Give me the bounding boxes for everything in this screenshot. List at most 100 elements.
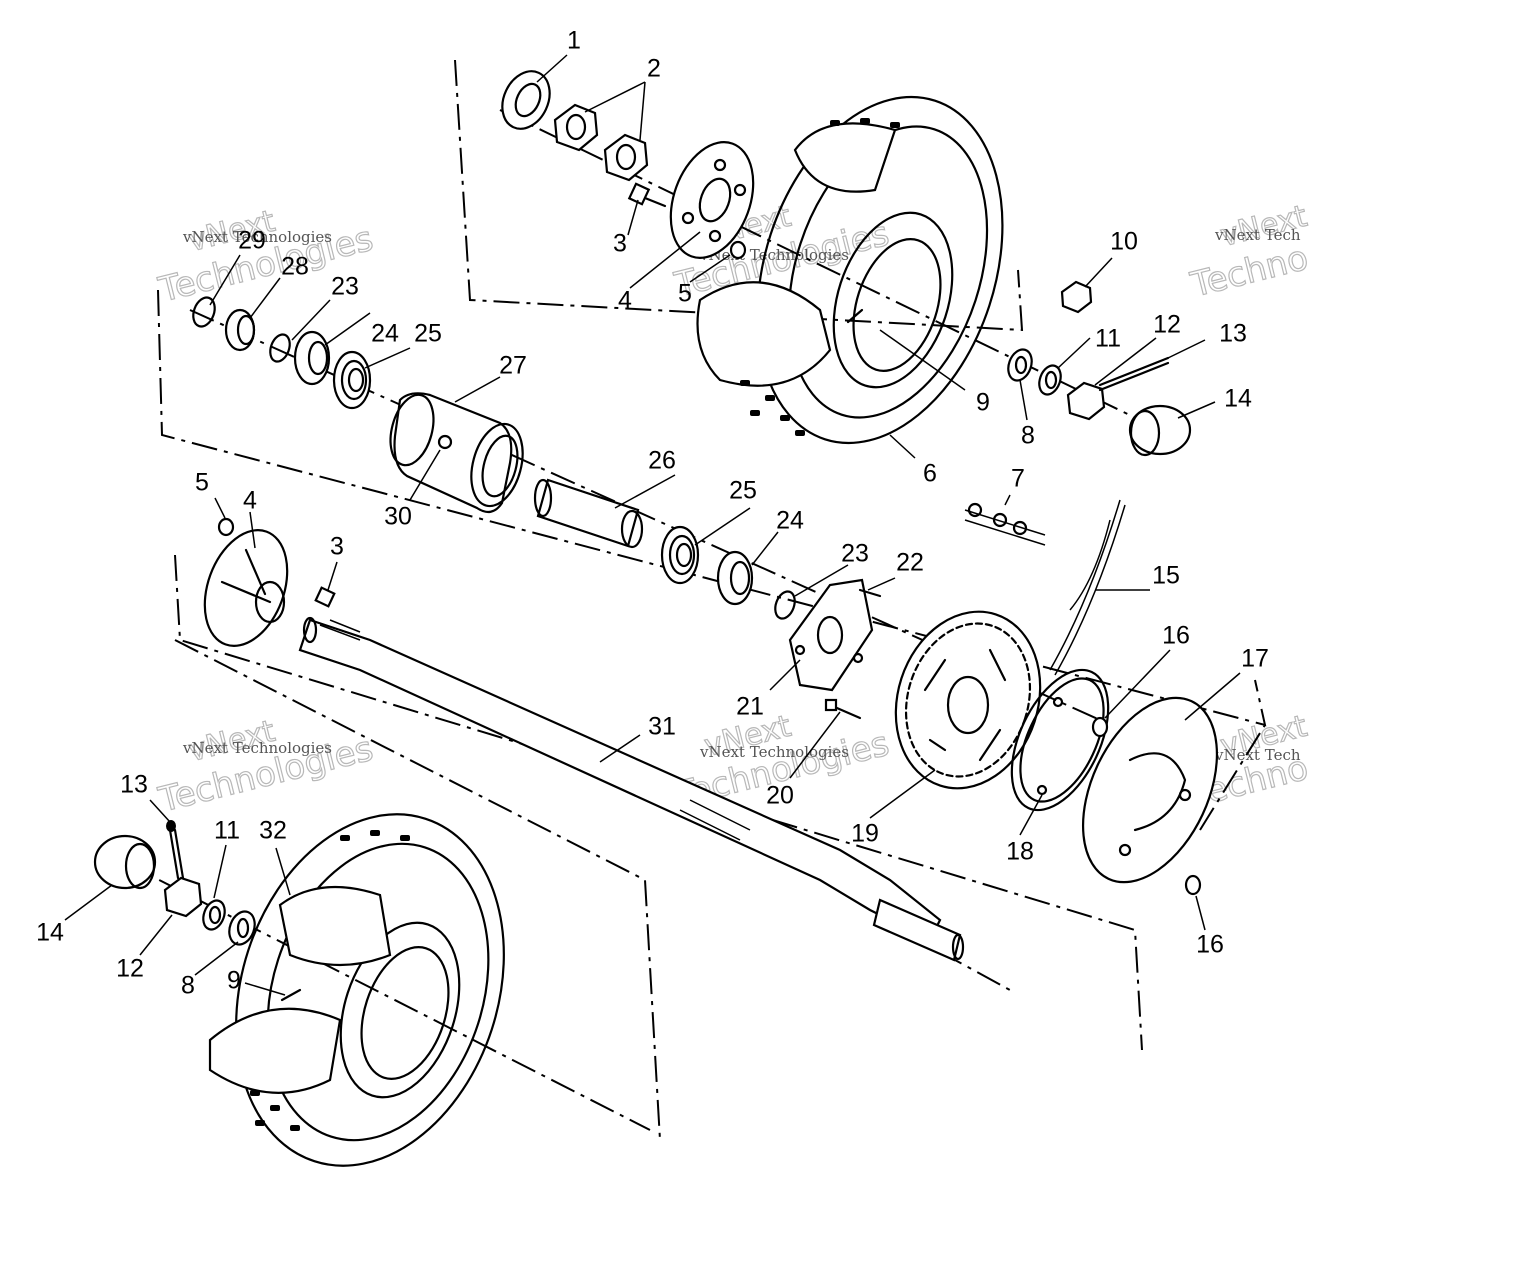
nut-part-16-lower (1184, 874, 1202, 896)
callout-31: 31 (648, 713, 676, 741)
callout-23-left: 23 (331, 273, 359, 301)
callout-24-left: 24 (371, 320, 399, 348)
chain-part-7 (964, 502, 1046, 546)
callout-8-upper: 8 (1021, 422, 1035, 450)
valve-stem-part-9 (846, 308, 864, 324)
watermark-text: vNext Technologies (182, 739, 332, 757)
callout-15: 15 (1152, 562, 1180, 590)
nut-part-5 (729, 240, 747, 260)
watermark-brand-edge: Techno (1186, 238, 1312, 306)
callout-19: 19 (851, 820, 879, 848)
watermark-text: vNext Technologies (699, 743, 849, 761)
watermark-text: vNext Tech (1214, 226, 1301, 244)
callout-12-lower: 12 (116, 955, 144, 983)
callout-9-lower: 9 (227, 967, 241, 995)
tire-part-32 (208, 813, 505, 1167)
callout-6: 6 (923, 460, 937, 488)
castle-nut-part-2b (603, 133, 649, 182)
callout-5-upper: 5 (678, 280, 692, 308)
callout-8-lower: 8 (181, 972, 195, 1000)
callout-3-lower: 3 (330, 533, 344, 561)
leader-lines (64, 54, 1241, 996)
callout-11-upper: 11 (1095, 325, 1121, 353)
washer-part-1 (501, 70, 551, 130)
sprocket-hub-part-21 (788, 578, 874, 692)
cotter-pin-part-13 (1098, 356, 1170, 392)
brake-shim-part-18 (1010, 668, 1110, 812)
snap-ring-part-29 (192, 296, 216, 328)
callout-3-upper: 3 (613, 230, 627, 258)
brake-cable-part-15 (1049, 499, 1126, 676)
callout-9-upper: 9 (976, 389, 990, 417)
callout-4-lower: 4 (243, 487, 257, 515)
bearing-part-25-left (332, 350, 372, 410)
callout-13-lower: 13 (120, 771, 148, 799)
brake-disc-frame (1199, 724, 1266, 831)
watermark-text: vNext Technologies (182, 228, 332, 246)
nut-part-16-upper (1091, 716, 1109, 738)
callout-14-upper: 14 (1224, 385, 1252, 413)
seal-part-28 (224, 308, 256, 352)
hub-bearing-frame (157, 289, 1267, 727)
callout-25-left: 25 (414, 320, 442, 348)
washer-part-11 (1038, 364, 1062, 396)
hub-cap-part-14 (1128, 404, 1192, 457)
callout-10: 10 (1110, 228, 1138, 256)
callout-4-upper: 4 (618, 287, 632, 315)
callout-32: 32 (259, 817, 287, 845)
callout-24-right: 24 (776, 507, 804, 535)
callout-14-lower: 14 (36, 919, 64, 947)
valve-stem-part-9-lower (280, 988, 302, 1002)
callout-1: 1 (567, 27, 581, 55)
callout-26: 26 (648, 447, 676, 475)
bolt-part-3 (627, 182, 667, 208)
sprocket-part-19 (894, 610, 1042, 790)
callout-27: 27 (499, 352, 527, 380)
hub-cap-part-14-lower (93, 834, 157, 890)
axle-part-31 (298, 616, 965, 962)
callout-5-lower: 5 (195, 469, 209, 497)
callout-labels: 1 2 3 4 5 6 7 8 9 10 11 12 13 14 15 16 1… (36, 27, 1269, 1000)
washer-part-11-lower (202, 899, 226, 931)
callout-11-lower: 11 (214, 817, 240, 845)
lower-wheel-assembly (93, 813, 505, 1167)
upper-wheel-assembly (501, 70, 1192, 457)
callout-16-lower: 16 (1196, 931, 1224, 959)
callout-20: 20 (766, 782, 794, 810)
bearing-housing-part-27 (389, 392, 524, 514)
spacer-tube-part-26 (533, 478, 644, 549)
castle-nut-part-12 (1066, 381, 1106, 421)
callout-12-upper: 12 (1153, 311, 1181, 339)
callout-16-upper: 16 (1162, 622, 1190, 650)
cotter-pin-part-13-lower (166, 820, 185, 880)
washer-part-8 (1007, 348, 1033, 382)
castle-nut-part-2a (553, 103, 599, 152)
callout-18: 18 (1006, 838, 1034, 866)
callout-22: 22 (896, 549, 924, 577)
washer-part-8-lower (228, 910, 256, 946)
stud-part-22 (858, 588, 882, 598)
tire-part-6 (696, 95, 1004, 445)
castle-nut-part-12-lower (163, 876, 203, 918)
o-ring-part-23-right (774, 590, 796, 620)
callout-29: 29 (238, 227, 266, 255)
callout-30: 30 (384, 503, 412, 531)
callout-17: 17 (1241, 645, 1269, 673)
hub-flange-part-4 (669, 141, 755, 259)
callout-7: 7 (1011, 465, 1025, 493)
brake-disc-part-17 (1081, 696, 1219, 884)
watermark-text: vNext Tech (1214, 746, 1301, 764)
callout-25-right: 25 (729, 477, 757, 505)
spacer-part-24-right (716, 550, 754, 606)
hub-bearing-assembly (192, 296, 1046, 692)
nut-part-10 (1060, 280, 1093, 314)
callout-23-right: 23 (841, 540, 869, 568)
bolt-part-20 (824, 698, 862, 720)
callout-28: 28 (281, 253, 309, 281)
o-ring-part-23-left (269, 333, 291, 363)
spacer-part-24-left (293, 330, 331, 386)
callout-2: 2 (647, 55, 661, 83)
grease-fitting-part-30 (437, 434, 453, 450)
wheel-hub-lower (203, 517, 336, 647)
